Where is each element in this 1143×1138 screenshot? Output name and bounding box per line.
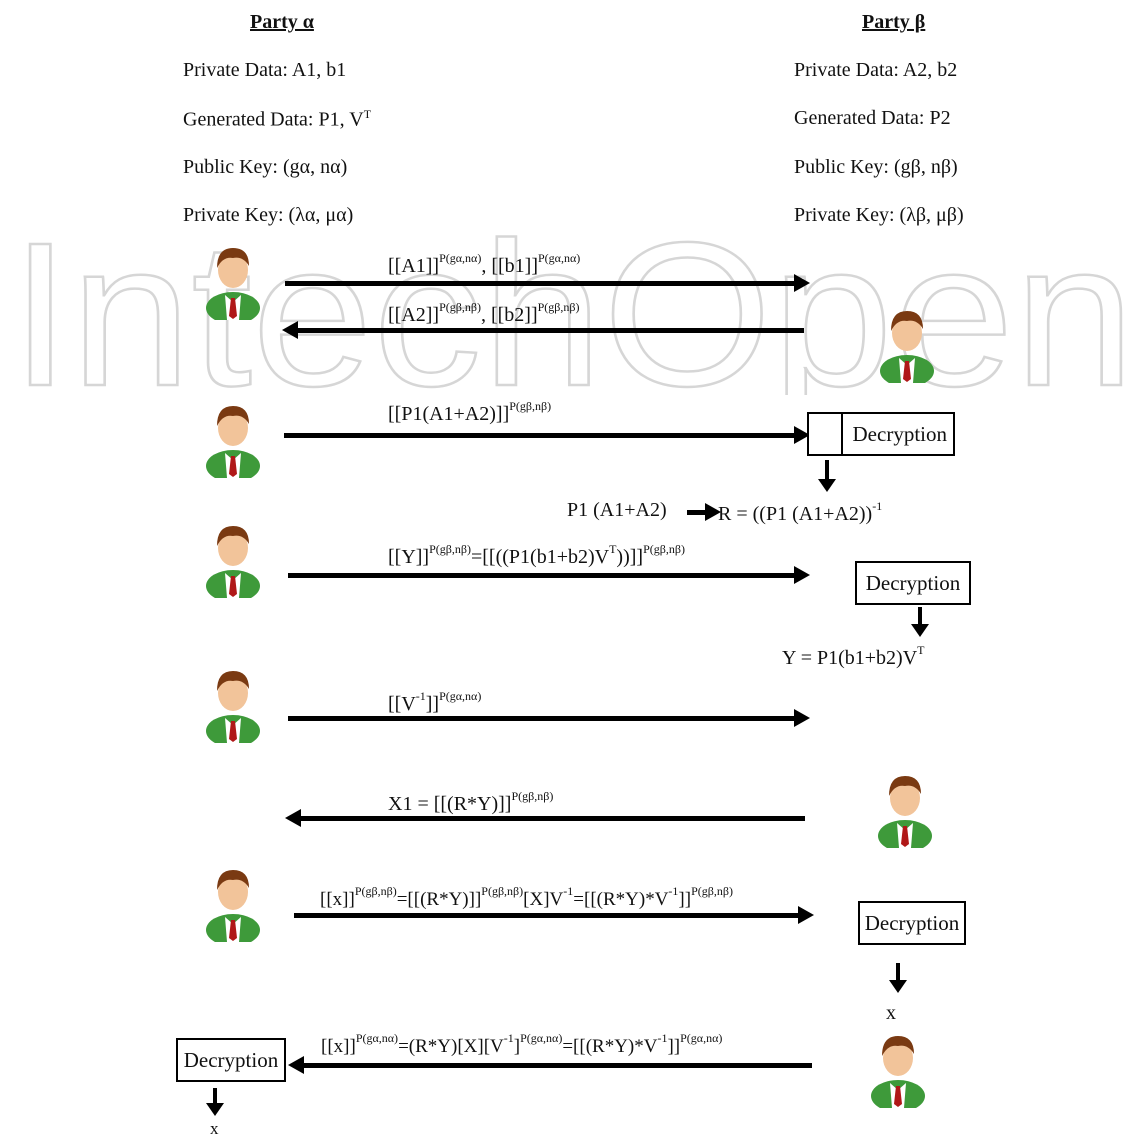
p1-expression: P1 (A1+A2) [567,499,667,521]
y-result: Y = P1(b1+b2)VT [782,643,925,669]
message-x-alpha: [[x]]P(gα,nα)=(R*Y)[X][V-1]P(gα,nα)=[[(R… [321,1031,723,1057]
beta-public-key: Public Key: (gβ, nβ) [794,156,958,178]
alpha-private-data: Private Data: A1, b1 [183,59,347,81]
decryption-label: Decryption [183,1047,279,1072]
x-result: x [886,1002,896,1024]
x-result: x [210,1119,219,1138]
down-arrow [206,1088,224,1116]
arrow-to-r [687,503,721,521]
party-beta-avatar [868,1028,928,1112]
message-p1-sum: [[P1(A1+A2)]]P(gβ,nβ) [388,399,552,425]
arrow-alpha-to-beta [288,709,810,727]
party-alpha-title: Party α [250,11,314,33]
decryption-box: Decryption [176,1038,286,1082]
party-alpha-avatar [203,398,263,482]
arrow-alpha-to-beta [284,426,810,444]
watermark-text: IntechOpen [10,225,1135,395]
decryption-box: Decryption [858,901,966,945]
decryption-box: Decryption [807,412,955,456]
decryption-label: Decryption [865,570,961,595]
party-beta-avatar [875,768,935,852]
message-x-beta: [[x]]P(gβ,nβ)=[[(R*Y)]]P(gβ,nβ)[X]V-1=[[… [320,884,733,910]
party-alpha-avatar [203,862,263,946]
decryption-label: Decryption [852,421,947,446]
down-arrow [911,607,929,637]
arrow-beta-to-alpha [285,809,805,827]
message-x1: X1 = [[(R*Y)]]P(gβ,nβ) [388,789,554,815]
down-arrow [889,963,907,993]
party-alpha-avatar [203,663,263,747]
beta-generated-data: Generated Data: P2 [794,107,951,129]
message-v-inverse: [[V-1]]P(gα,nα) [388,689,482,715]
alpha-public-key: Public Key: (gα, nα) [183,156,348,178]
arrow-beta-to-alpha [288,1056,812,1074]
message-a2-b2: [[A2]]P(gβ,nβ), [[b2]]P(gβ,nβ) [388,300,580,326]
beta-private-key: Private Key: (λβ, μβ) [794,204,964,226]
party-beta-avatar [877,303,937,387]
watermark: IntechOpen [9,225,1137,395]
party-beta-title: Party β [862,11,926,33]
arrow-alpha-to-beta [285,274,810,292]
down-arrow [818,460,836,492]
arrow-beta-to-alpha [282,321,804,339]
beta-private-data: Private Data: A2, b2 [794,59,958,81]
party-alpha-avatar [203,518,263,602]
decryption-box: Decryption [855,561,971,605]
arrow-alpha-to-beta [288,566,810,584]
r-definition: R = ((P1 (A1+A2))-1 [718,499,883,525]
message-y: [[Y]]P(gβ,nβ)=[[((P1(b1+b2)VT))]]P(gβ,nβ… [388,542,685,568]
message-a1-b1: [[A1]]P(gα,nα), [[b1]]P(gα,nα) [388,251,581,277]
decryption-label: Decryption [864,910,960,935]
alpha-private-key: Private Key: (λα, μα) [183,204,354,226]
alpha-generated-data: Generated Data: P1, VT [183,107,372,131]
arrow-alpha-to-beta [294,906,814,924]
party-alpha-avatar [203,240,263,324]
